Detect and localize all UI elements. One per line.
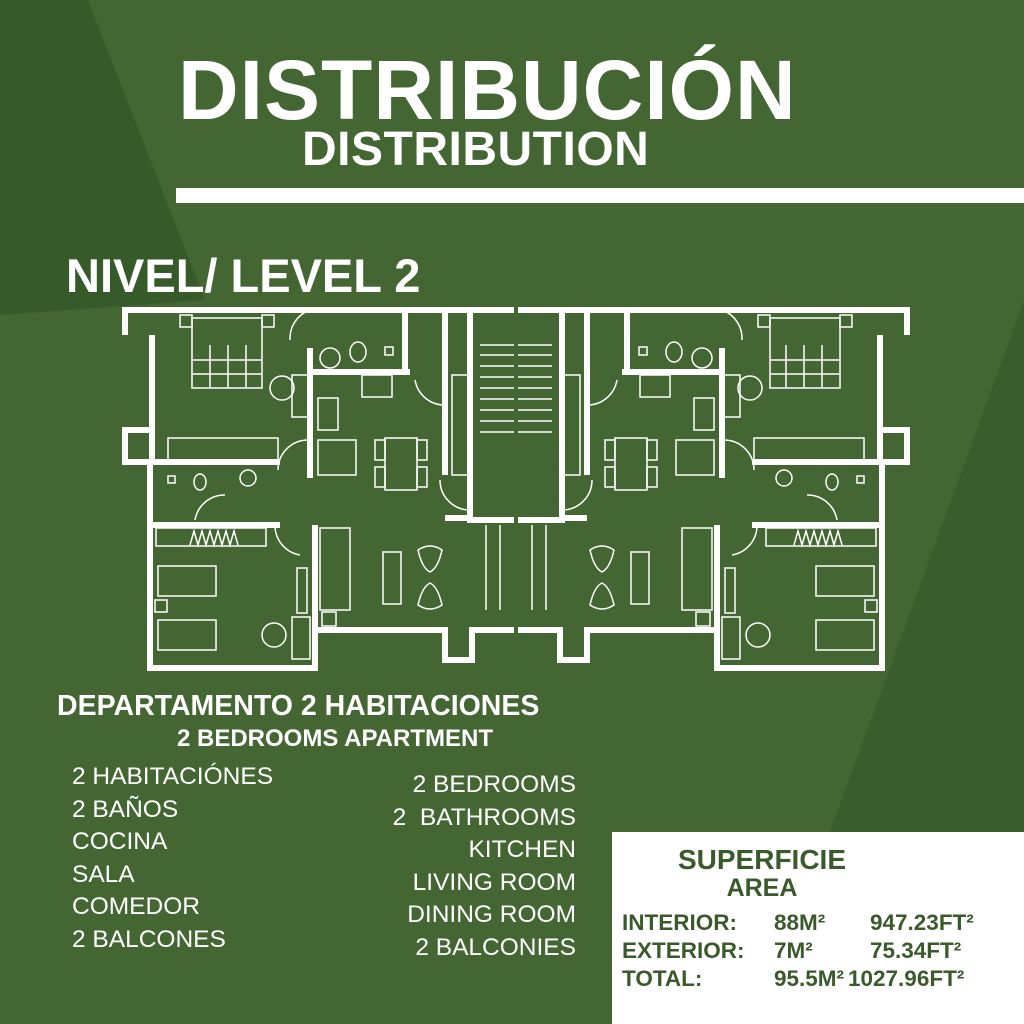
area-label: INTERIOR: (622, 910, 737, 935)
divider (176, 188, 1024, 203)
area-m2: 88M² (774, 910, 826, 935)
apartment-title-en: 2 BEDROOMS APARTMENT (176, 725, 493, 752)
area-title-en: AREA (726, 874, 798, 902)
page-title: DISTRIBUCIÓN (178, 43, 797, 137)
feature-item: 2 BALCONES (72, 925, 226, 953)
feature-item: DINING ROOM (407, 901, 576, 928)
feature-item: 2 HABITACIÓNES (72, 763, 274, 790)
floor-plan-unit-right (518, 310, 907, 668)
apartment-title-es: DEPARTAMENTO 2 HABITACIONES (57, 690, 540, 722)
area-ft2: 947.23FT² (870, 910, 974, 935)
feature-item: COCINA (72, 828, 168, 855)
dark-panel-left (0, 0, 205, 315)
page-subtitle: DISTRIBUTION (302, 123, 650, 176)
feature-item: 2 BALCONIES (415, 933, 576, 961)
features-list-en: 2 BEDROOMS 2 BATHROOMS KITCHEN LIVING RO… (393, 769, 576, 964)
area-m2: 7M² (774, 938, 813, 963)
area-title-es: SUPERFICIE (677, 844, 847, 875)
feature-item: 2 BEDROOMS (412, 771, 576, 798)
feature-item: 2 BAÑOS (72, 795, 179, 823)
area-ft2: 1027.96FT² (848, 966, 965, 991)
area-m2: 95.5M² (774, 966, 845, 991)
area-label: EXTERIOR: (622, 938, 745, 963)
area-ft2: 75.34FT² (870, 938, 962, 963)
features-list-es: 2 HABITACIÓNES 2 BAÑOS COCINA SALA COMED… (72, 761, 273, 956)
feature-item: COMEDOR (72, 893, 200, 920)
area-panel: SUPERFICIE AREA INTERIOR: 88M² 947.23FT²… (612, 832, 1024, 1024)
area-label: TOTAL: (622, 966, 703, 991)
floor-plan-unit-left (125, 310, 514, 668)
feature-item: LIVING ROOM (412, 868, 576, 896)
feature-item: SALA (72, 860, 135, 888)
feature-item: 2 BATHROOMS (392, 803, 576, 831)
feature-item: KITCHEN (468, 836, 576, 863)
level-heading: NIVEL/ LEVEL 2 (66, 249, 421, 302)
